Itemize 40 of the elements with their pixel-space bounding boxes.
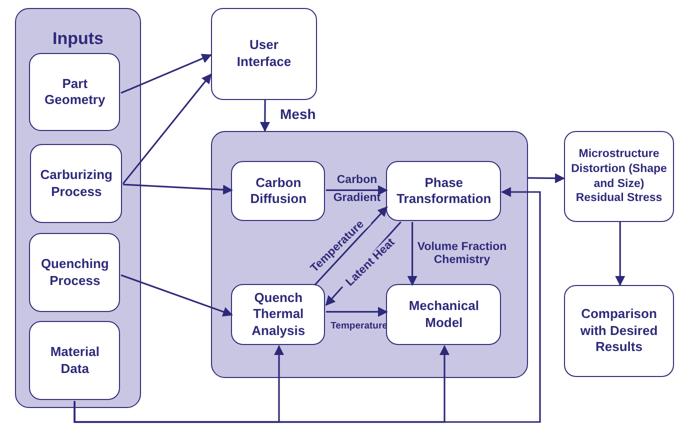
panel-heading: Inputs <box>52 29 104 49</box>
process-box <box>29 233 120 312</box>
box-label: Part Geometry <box>44 76 106 110</box>
box-label: Comparison with Desired Results <box>579 306 659 356</box>
box-label: Material Data <box>49 344 100 378</box>
arrow <box>314 206 388 286</box>
arrow <box>615 222 626 286</box>
arrow <box>407 222 418 286</box>
box-label: Carburizing Process <box>39 167 114 201</box>
box-label: User Interface <box>236 37 292 71</box>
group-panel <box>15 8 141 408</box>
arrow <box>326 306 388 317</box>
box-label: Quench Thermal Analysis <box>250 290 306 340</box>
box-label: Quenching Process <box>40 256 110 290</box>
process-box <box>564 131 674 222</box>
arrow <box>74 345 450 423</box>
box-label: Microstructure Distortion (Shape and Size) Residual Stress <box>570 146 668 206</box>
arrow <box>122 184 233 195</box>
process-box <box>231 161 326 222</box>
edge-label: Carbon Gradient <box>332 173 382 206</box>
panel-heading: Mesh <box>280 106 316 122</box>
process-box <box>564 285 674 377</box>
process-box <box>29 321 120 400</box>
arrow <box>326 185 388 196</box>
process-box <box>29 53 120 132</box>
edge-label: Temperature <box>330 322 388 332</box>
box-label: Carbon Diffusion <box>249 174 308 208</box>
box-label: Phase Transformation <box>396 174 492 208</box>
arrow <box>120 54 212 94</box>
box-label: Mechanical Model <box>408 298 480 332</box>
process-box <box>386 161 502 222</box>
process-box <box>386 284 502 346</box>
arrow <box>260 100 270 132</box>
process-box <box>30 144 122 224</box>
process-box <box>231 284 326 346</box>
arrow <box>528 173 565 184</box>
arrow <box>120 274 233 317</box>
edge-label: Volume Fraction Chemistry <box>416 240 508 268</box>
process-box <box>211 8 317 100</box>
arrow <box>122 73 212 184</box>
